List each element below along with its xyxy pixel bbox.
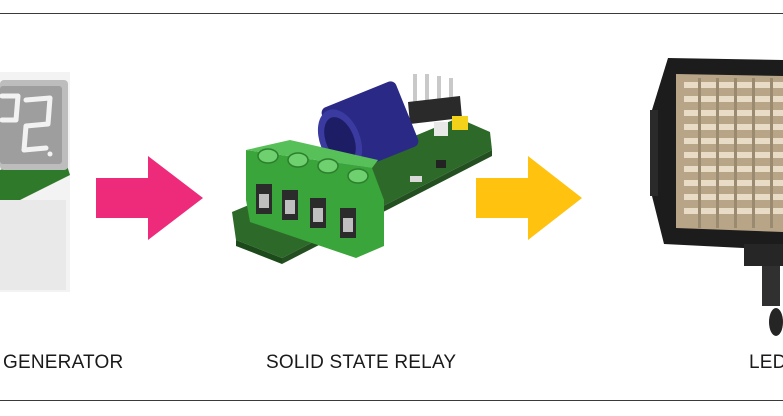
generator-label: GENERATOR <box>3 352 124 373</box>
bottom-divider <box>0 400 783 401</box>
relay-label: SOLID STATE RELAY <box>266 352 457 373</box>
right-arrow-icon <box>96 156 203 240</box>
generator-image <box>0 72 70 292</box>
top-divider <box>0 13 783 14</box>
led-image <box>650 58 783 336</box>
relay-image <box>232 74 492 264</box>
terminal-block-shape <box>246 140 384 258</box>
led-label: LED <box>749 352 783 373</box>
right-arrow-icon <box>476 156 582 240</box>
